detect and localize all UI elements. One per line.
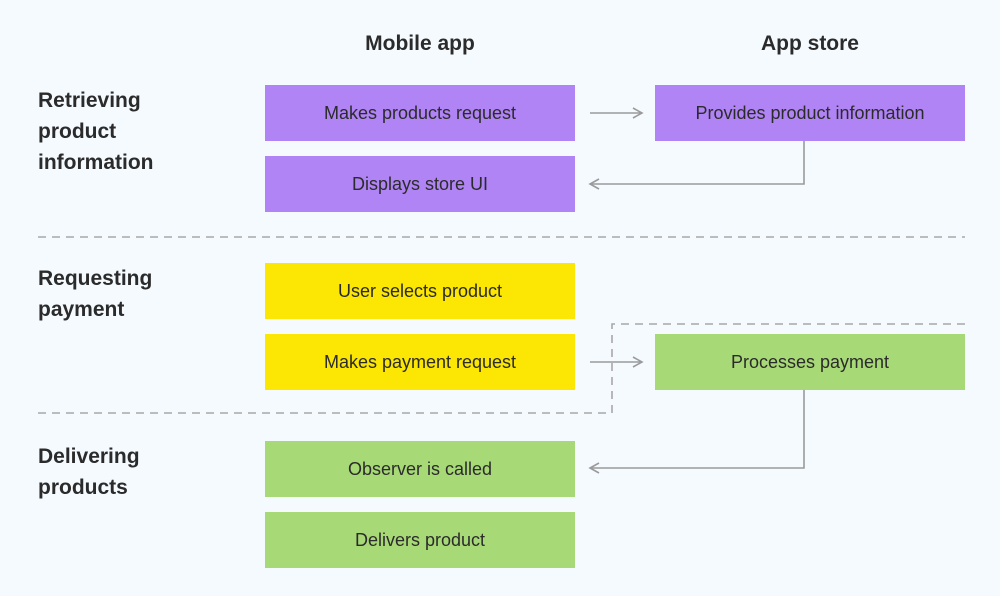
step-displays-store-ui: Displays store UI <box>265 156 575 212</box>
section-label-retrieving: Retrieving product information <box>38 89 154 174</box>
step-makes-products-request: Makes products request <box>265 85 575 141</box>
column-header-app-store: App store <box>760 32 859 55</box>
step-observer-is-called: Observer is called <box>265 441 575 497</box>
step-user-selects-product: User selects product <box>265 263 575 319</box>
column-header-mobile-app: Mobile app <box>365 32 475 55</box>
step-makes-payment-request: Makes payment request <box>265 334 575 390</box>
section-label-delivering: Delivering products <box>38 445 140 499</box>
section-label-requesting: Requesting payment <box>38 267 153 321</box>
arrow-process-to-observer <box>588 390 805 474</box>
arrow-provide-to-display <box>588 141 805 190</box>
step-processes-payment: Processes payment <box>655 334 965 390</box>
step-delivers-product: Delivers product <box>265 512 575 568</box>
step-provides-product-information: Provides product information <box>655 85 965 141</box>
